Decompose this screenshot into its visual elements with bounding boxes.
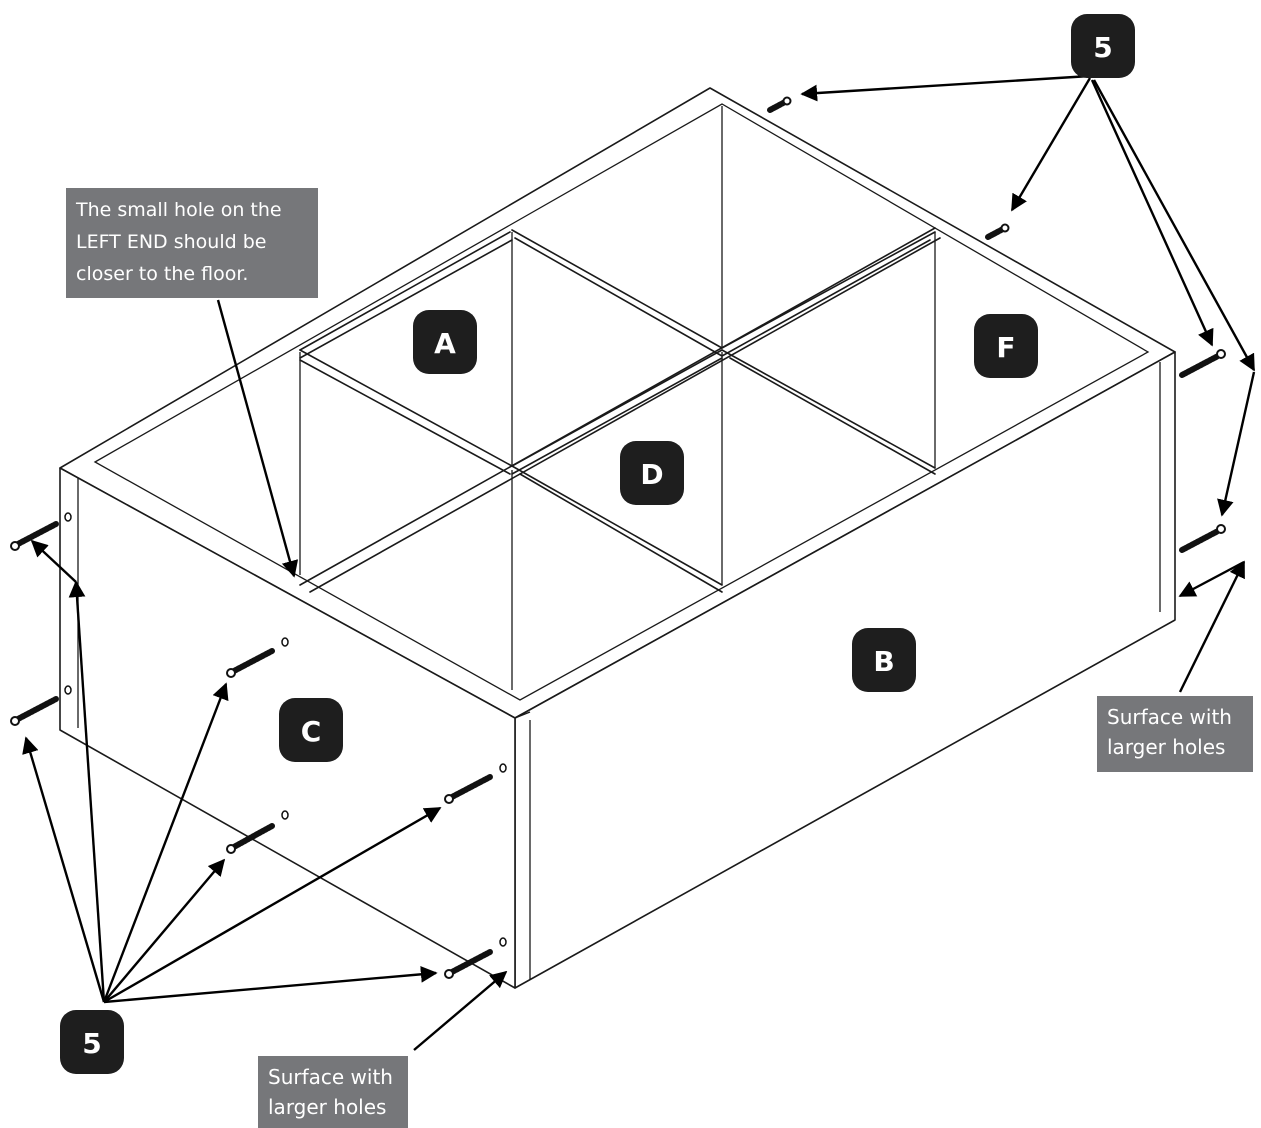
screw-arrows-bottom <box>22 539 442 1004</box>
badge-bottom-5: 5 <box>60 1010 124 1074</box>
svg-text:5: 5 <box>1093 31 1112 64</box>
svg-text:C: C <box>301 715 322 748</box>
svg-text:5: 5 <box>82 1027 101 1060</box>
screw <box>226 823 275 854</box>
svg-text:D: D <box>640 458 663 491</box>
interior-walls <box>299 106 941 690</box>
panel-holes <box>64 512 507 947</box>
badge-b: B <box>852 628 916 692</box>
screw <box>444 774 493 804</box>
screw <box>226 648 275 678</box>
svg-text:F: F <box>996 331 1015 364</box>
screw-arrows-top <box>800 74 1256 517</box>
screw <box>1179 349 1226 378</box>
screw <box>10 521 59 551</box>
screw <box>1179 524 1226 553</box>
panel-b-corner <box>514 711 531 719</box>
top-panel-inner-edge <box>93 103 1150 701</box>
screw <box>10 696 59 726</box>
badge-f: F <box>974 314 1038 378</box>
note-left-end-hole: The small hole on the LEFT END should be… <box>66 188 318 298</box>
svg-text:A: A <box>434 327 456 360</box>
badge-c: C <box>279 698 343 762</box>
badge-d: D <box>620 441 684 505</box>
note-pointers <box>216 299 1246 1051</box>
screw <box>985 223 1010 240</box>
screw <box>767 96 792 113</box>
note-surface-right: Surface with larger holes <box>1097 696 1253 772</box>
badge-a: A <box>413 310 477 374</box>
cabinet <box>59 87 1176 989</box>
screws <box>10 96 1226 979</box>
note-surface-bottom: Surface with larger holes <box>258 1056 408 1128</box>
screw <box>444 949 493 979</box>
svg-text:B: B <box>873 645 894 678</box>
badge-top-5: 5 <box>1071 14 1135 78</box>
